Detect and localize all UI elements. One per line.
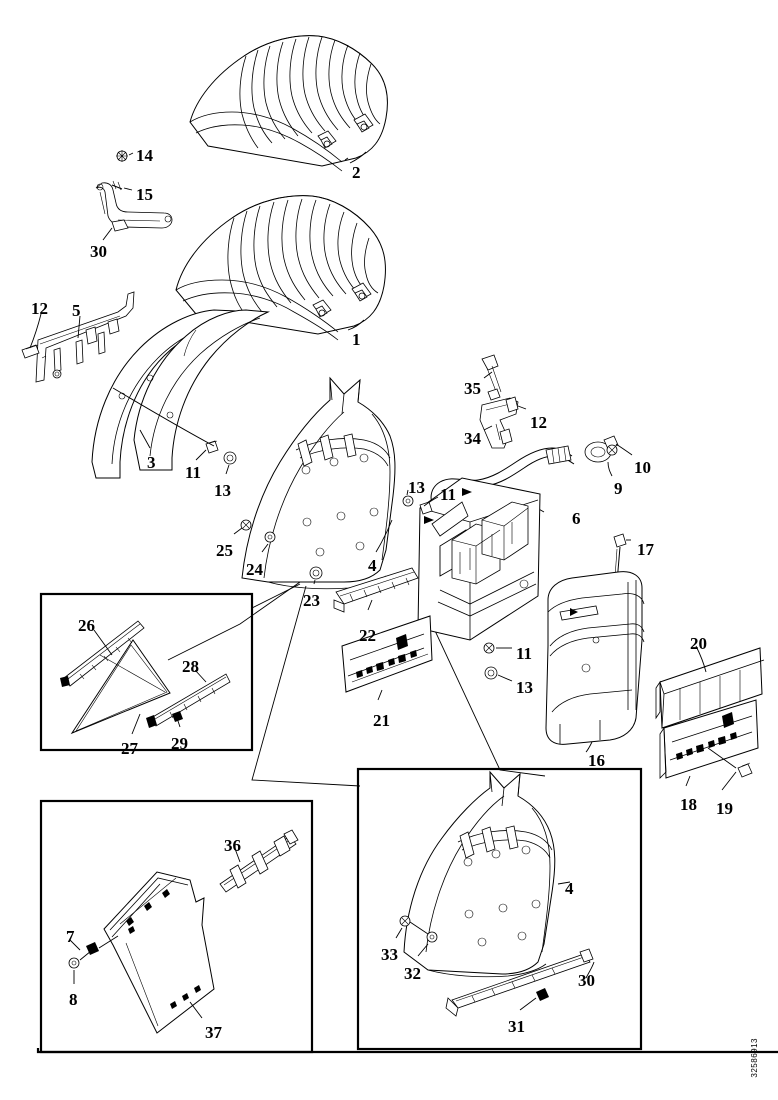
drawing-id: 32586913 — [750, 1038, 759, 1078]
inset-mudflap-content — [68, 829, 299, 1034]
part-20-light-housing — [655, 647, 765, 729]
callout-3: 3 — [147, 453, 156, 472]
callout-20: 20 — [690, 634, 707, 653]
callout-13-box-lower: 13 — [516, 678, 533, 697]
part-15-fastener — [111, 180, 123, 191]
part-21-panel — [341, 615, 433, 693]
callout-33: 33 — [381, 945, 398, 964]
callout-11-box-upper: 11 — [440, 485, 457, 504]
callout-32: 32 — [404, 964, 421, 983]
callout-18: 18 — [680, 795, 697, 814]
part-11-bolt-box-upper — [419, 501, 433, 515]
callout-24: 24 — [246, 560, 263, 579]
callout-12-right: 12 — [530, 413, 547, 432]
callout-11-left: 11 — [185, 463, 202, 482]
part-18-light-lens — [659, 699, 759, 779]
callout-34: 34 — [464, 429, 481, 448]
callout-31: 31 — [508, 1017, 525, 1036]
part-16-tank — [545, 571, 645, 745]
callout-1: 1 — [352, 330, 361, 349]
callout-28: 28 — [182, 657, 199, 676]
part-30-bracket-upper — [95, 182, 173, 232]
inset-box-brackets — [39, 592, 254, 752]
callout-6: 6 — [572, 509, 581, 528]
part-2-upper-fender — [189, 35, 388, 172]
part-14-fastener — [116, 150, 128, 162]
callout-4-center: 4 — [368, 556, 377, 575]
callout-4-rear: 4 — [565, 879, 574, 898]
callout-13-box-upper: 13 — [408, 478, 425, 497]
callout-15: 15 — [136, 185, 153, 204]
part-22-strip — [333, 567, 419, 613]
callout-26: 26 — [78, 616, 95, 635]
callout-14: 14 — [136, 146, 153, 165]
part-13-nut-box-lower — [484, 666, 498, 680]
part-11-bolt-box-lower — [483, 642, 495, 654]
callout-7: 7 — [66, 927, 75, 946]
callout-9: 9 — [614, 479, 623, 498]
callout-11-box-lower: 11 — [516, 644, 533, 663]
callout-22: 22 — [359, 626, 376, 645]
part-1-lower-fender — [175, 195, 386, 341]
callout-17: 17 — [637, 540, 654, 559]
callout-8: 8 — [69, 990, 78, 1009]
part-17-fastener — [613, 533, 627, 595]
callout-36: 36 — [224, 836, 241, 855]
part-13-nut-box-upper — [402, 495, 414, 507]
callout-27: 27 — [121, 739, 138, 758]
callout-13-left: 13 — [214, 481, 231, 500]
part-19-screw — [737, 762, 753, 778]
callout-2: 2 — [352, 163, 361, 182]
callout-30-rear: 30 — [578, 971, 595, 990]
part-35-bolt — [481, 354, 502, 401]
callout-21: 21 — [373, 711, 390, 730]
callout-19: 19 — [716, 799, 733, 818]
inset-box-rear-fender — [356, 767, 643, 1051]
callout-30-upper: 30 — [90, 242, 107, 261]
callout-10: 10 — [634, 458, 651, 477]
callout-5: 5 — [72, 301, 81, 320]
part-3-inner-liner — [91, 309, 270, 479]
part-5-rail-bracket — [21, 291, 135, 383]
part-25-bolt — [240, 519, 252, 531]
callout-16: 16 — [588, 751, 605, 770]
callout-23: 23 — [303, 591, 320, 610]
inset-brackets-content — [60, 620, 231, 735]
control-box-assembly — [417, 477, 541, 641]
callout-29: 29 — [171, 734, 188, 753]
part-23-nut — [309, 566, 323, 580]
callout-37: 37 — [205, 1023, 222, 1042]
part-9-fastener — [606, 444, 618, 456]
callout-12-left: 12 — [31, 299, 48, 318]
callout-25: 25 — [216, 541, 233, 560]
part-34-bracket — [479, 396, 519, 449]
part-11-bolt-left — [205, 440, 219, 454]
callout-35: 35 — [464, 379, 481, 398]
inset-rear-fender-content — [399, 770, 594, 1017]
part-13-nut-left — [223, 451, 237, 465]
part-24-nut — [264, 531, 276, 543]
